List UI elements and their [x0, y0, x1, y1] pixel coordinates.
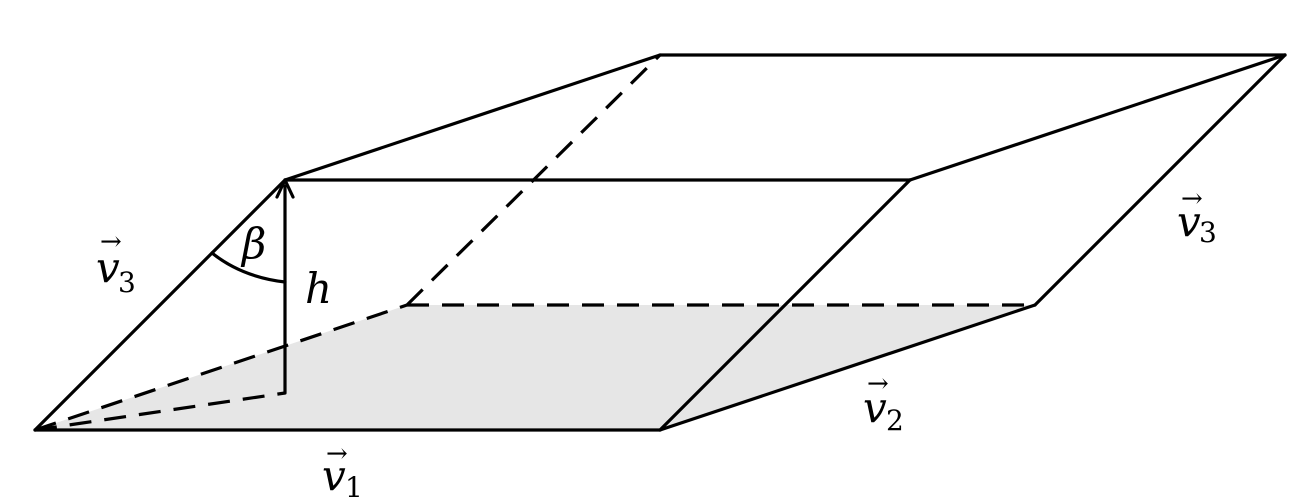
svg-text:→: →: [100, 227, 122, 257]
edge-v3-left: [33, 178, 287, 432]
edge-front-slant: [658, 178, 912, 432]
svg-text:v: v: [96, 243, 120, 292]
svg-text:→: →: [867, 369, 889, 399]
edge-v3-right: [1033, 53, 1287, 307]
label-v3-left: → v 3: [96, 227, 136, 299]
svg-text:v: v: [322, 451, 346, 500]
label-v2: → v 2: [863, 369, 904, 437]
svg-text:1: 1: [345, 471, 363, 501]
svg-text:→: →: [1181, 184, 1203, 214]
svg-text:v: v: [1177, 197, 1201, 246]
svg-text:3: 3: [1199, 216, 1217, 249]
base-face: [35, 305, 1035, 430]
svg-text:→: →: [326, 439, 348, 469]
label-v3-right: → v 3: [1177, 184, 1217, 249]
height-arrowhead: [275, 178, 295, 199]
svg-text:3: 3: [118, 266, 136, 299]
edge-top-left: [283, 53, 662, 182]
label-h: h: [305, 264, 332, 313]
svg-text:β: β: [240, 219, 266, 268]
edge-top-right: [908, 53, 1287, 182]
height-foot-dashed: [34, 391, 286, 432]
svg-text:v: v: [863, 383, 887, 432]
hidden-edge-base-back-left: [34, 303, 408, 432]
label-beta: β: [240, 219, 266, 268]
svg-text:h: h: [305, 264, 332, 313]
edge-v2-right-bottom: [658, 303, 1037, 432]
svg-text:2: 2: [886, 404, 904, 437]
label-v1: → v 1: [322, 439, 363, 501]
beta-angle-arc: [210, 251, 287, 284]
